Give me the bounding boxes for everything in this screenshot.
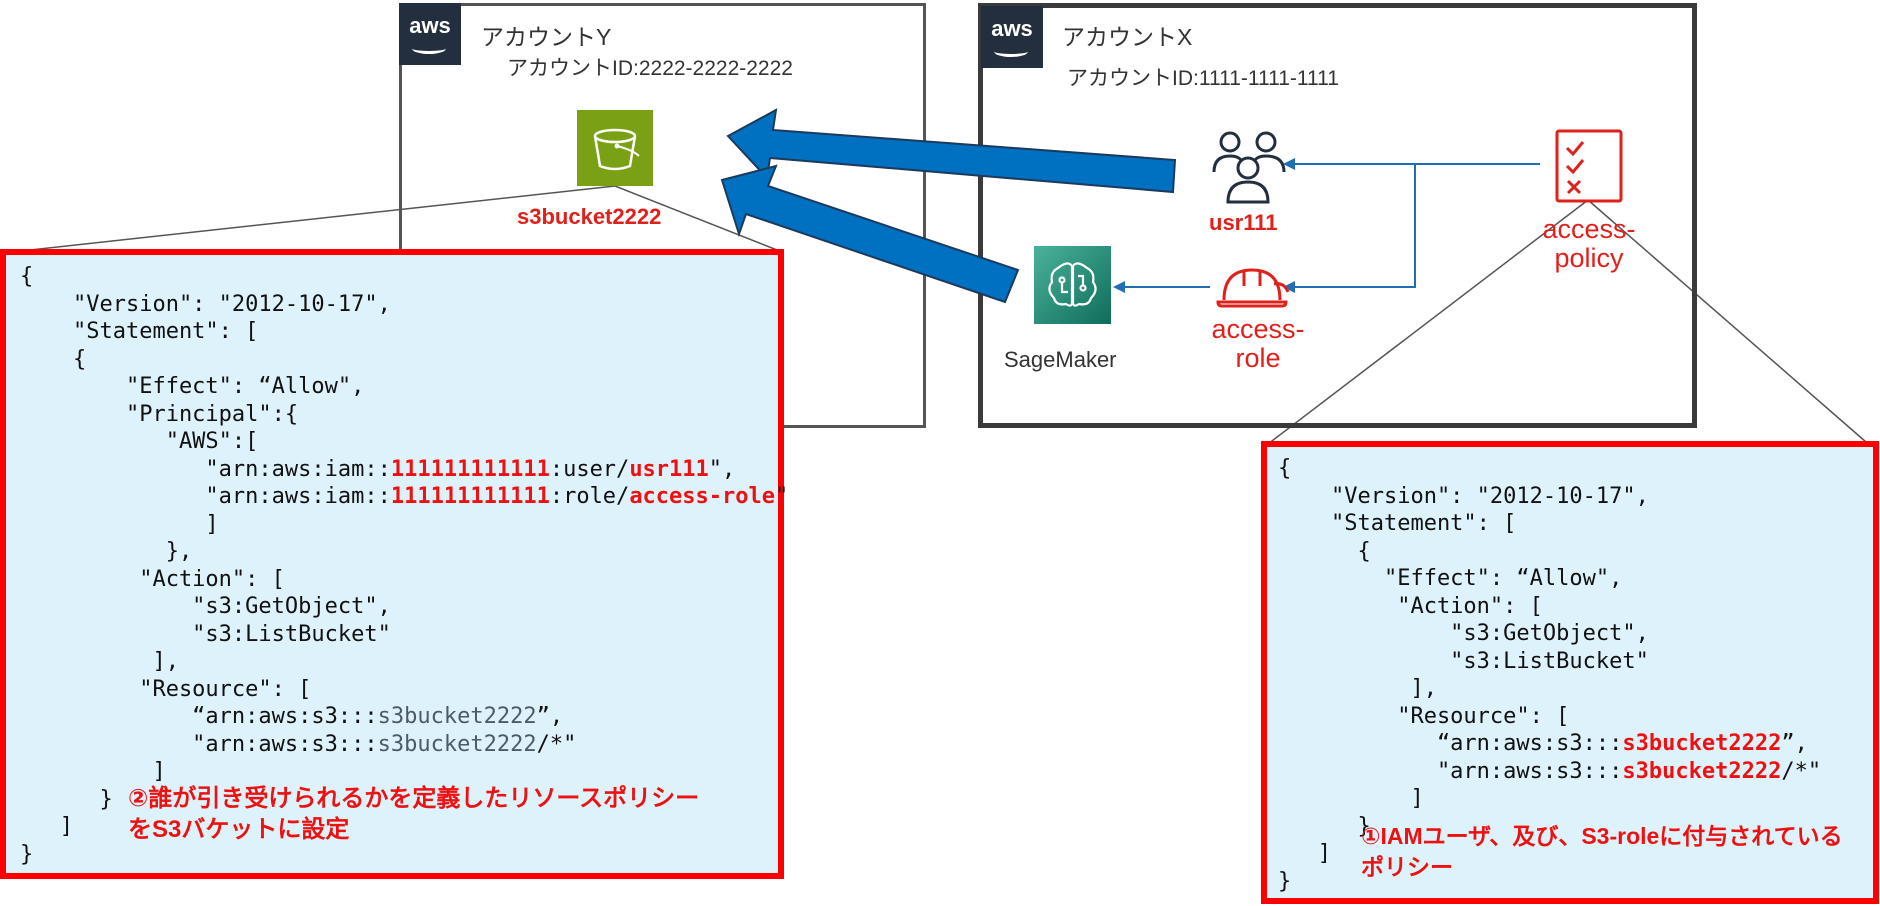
account-y-id: アカウントID:2222-2222-2222 <box>507 57 793 80</box>
sagemaker-access-arrow <box>720 164 1020 304</box>
policy-label-line1: access- <box>1542 214 1636 244</box>
account-x-id: アカウントID:1111-1111-1111 <box>1067 67 1339 90</box>
bucket-callout-line-left <box>11 185 616 253</box>
bucket-policy-code: { "Version": "2012-10-17", "Statement": … <box>20 264 789 867</box>
iam-policy-note-line1: ①IAMユーザ、及び、S3-roleに付与されている <box>1361 823 1843 849</box>
account-x-name: アカウントX <box>1062 24 1193 50</box>
iam-policy-note-line2: ポリシー <box>1361 854 1453 880</box>
role-connector-arrowhead <box>1283 281 1295 293</box>
user-connector-arrowhead <box>1283 158 1295 170</box>
bucket-resource-policy-box: { "Version": "2012-10-17", "Statement": … <box>0 249 788 879</box>
account-x-box <box>978 3 1697 428</box>
policy-callout-line-left <box>1267 199 1589 445</box>
aws-logo-icon: aws <box>981 6 1043 68</box>
sagemaker-icon <box>1034 246 1111 324</box>
iam-policy-box: { "Version": "2012-10-17", "Statement": … <box>1261 441 1879 904</box>
bucket-callout-line-right <box>614 185 783 253</box>
account-y-name: アカウントY <box>481 24 612 50</box>
bucket-policy-note-line2: をS3バケットに設定 <box>128 816 350 843</box>
iam-policy-code: { "Version": "2012-10-17", "Statement": … <box>1278 456 1822 894</box>
s3-bucket-icon <box>577 110 653 186</box>
s3-bucket-label: s3bucket2222 <box>517 204 662 229</box>
role-label-line2: role <box>1235 343 1281 373</box>
policy-label-line2: policy <box>1554 243 1624 273</box>
sagemaker-label: SageMaker <box>1004 347 1117 372</box>
role-helmet-icon <box>1216 268 1290 308</box>
policy-checklist-icon <box>1555 129 1623 203</box>
sagemaker-connector-arrowhead <box>1113 281 1125 293</box>
policy-to-role-connector <box>1293 163 1540 288</box>
iam-policy-note: ①IAMユーザ、及び、S3-roleに付与されている ポリシー <box>1361 821 1843 883</box>
aws-logo-icon: aws <box>399 3 461 65</box>
policy-label: access- policy <box>1529 215 1649 273</box>
policy-callout-line-right <box>1587 199 1867 443</box>
bucket-policy-note-line1: ②誰が引き受けられるかを定義したリソースポリシー <box>128 785 700 812</box>
user-access-arrow <box>726 108 1177 194</box>
user-label: usr111 <box>1209 210 1278 235</box>
role-label-line1: access- <box>1211 314 1305 344</box>
role-label: access- role <box>1198 315 1318 373</box>
users-icon <box>1212 131 1286 204</box>
bucket-policy-note: ②誰が引き受けられるかを定義したリソースポリシー をS3バケットに設定 <box>128 783 699 845</box>
